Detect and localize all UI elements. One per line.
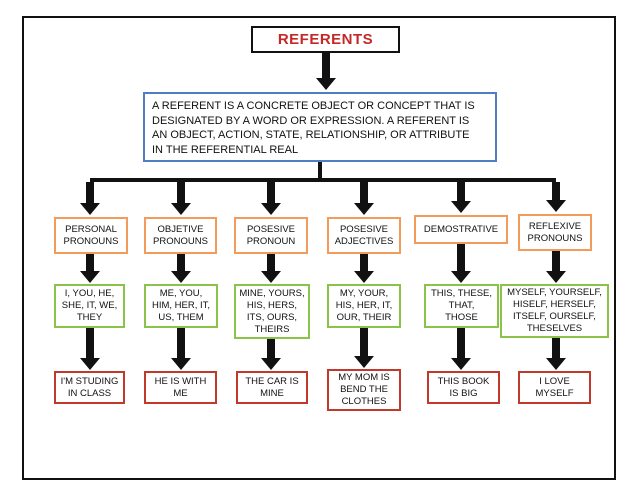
arrow-category-to-examples-1	[80, 254, 100, 283]
examples-objective-pronouns: ME, YOU, HIM, HER, IT, US, THEM	[144, 284, 218, 328]
arrow-bar-to-category-6	[546, 182, 566, 212]
arrow-title-to-definition	[316, 53, 336, 90]
category-possessive-pronoun: POSESIVE PRONOUN	[234, 217, 308, 254]
examples-possessive-pronoun: MINE, YOURS, HIS, HERS, ITS, OURS, THEIR…	[234, 284, 310, 339]
arrow-examples-to-sentence-6	[546, 338, 566, 370]
sentence-demonstrative: THIS BOOK IS BIG	[427, 371, 500, 404]
arrow-examples-to-sentence-5	[451, 328, 471, 370]
arrow-bar-to-category-3	[261, 182, 281, 215]
sentence-possessive-adjectives: MY MOM IS BEND THE CLOTHES	[327, 369, 401, 411]
arrow-examples-to-sentence-3	[261, 339, 281, 370]
category-demonstrative: DEMOSTRATIVE	[414, 215, 508, 244]
arrow-examples-to-sentence-4	[354, 328, 374, 368]
arrow-bar-to-category-2	[171, 182, 191, 215]
examples-demonstrative: THIS, THESE, THAT, THOSE	[424, 284, 499, 328]
sentence-possessive-pronoun: THE CAR IS MINE	[236, 371, 308, 404]
arrow-examples-to-sentence-1	[80, 328, 100, 370]
arrow-category-to-examples-3	[261, 254, 281, 283]
category-possessive-adjectives: POSESIVE ADJECTIVES	[327, 217, 401, 254]
arrow-bar-to-category-1	[80, 182, 100, 215]
examples-possessive-adjectives: MY, YOUR, HIS, HER, IT, OUR, THEIR	[327, 284, 401, 328]
category-objective-pronouns: OBJETIVE PRONOUNS	[144, 217, 217, 254]
arrow-bar-to-category-5	[451, 182, 471, 213]
examples-reflexive-pronouns: MYSELF, YOURSELF, HISELF, HERSELF, ITSEL…	[500, 284, 609, 338]
arrow-category-to-examples-5	[451, 244, 471, 283]
arrow-category-to-examples-6	[546, 251, 566, 283]
examples-personal-pronouns: I, YOU, HE, SHE, IT, WE, THEY	[54, 284, 125, 328]
arrow-category-to-examples-4	[354, 254, 374, 283]
sentence-reflexive-pronouns: I LOVE MYSELF	[518, 371, 591, 404]
sentence-objective-pronouns: HE IS WITH ME	[144, 371, 217, 404]
diagram-title: REFERENTS	[251, 26, 400, 53]
arrow-examples-to-sentence-2	[171, 328, 191, 370]
sentence-personal-pronouns: I'M STUDING IN CLASS	[54, 371, 125, 404]
arrow-category-to-examples-2	[171, 254, 191, 283]
category-reflexive-pronouns: REFLEXIVE PRONOUNS	[518, 214, 592, 251]
definition-box: A REFERENT IS A CONCRETE OBJECT OR CONCE…	[143, 92, 497, 162]
diagram-frame	[22, 16, 616, 480]
arrow-bar-to-category-4	[354, 182, 374, 215]
category-personal-pronouns: PERSONAL PRONOUNS	[54, 217, 128, 254]
